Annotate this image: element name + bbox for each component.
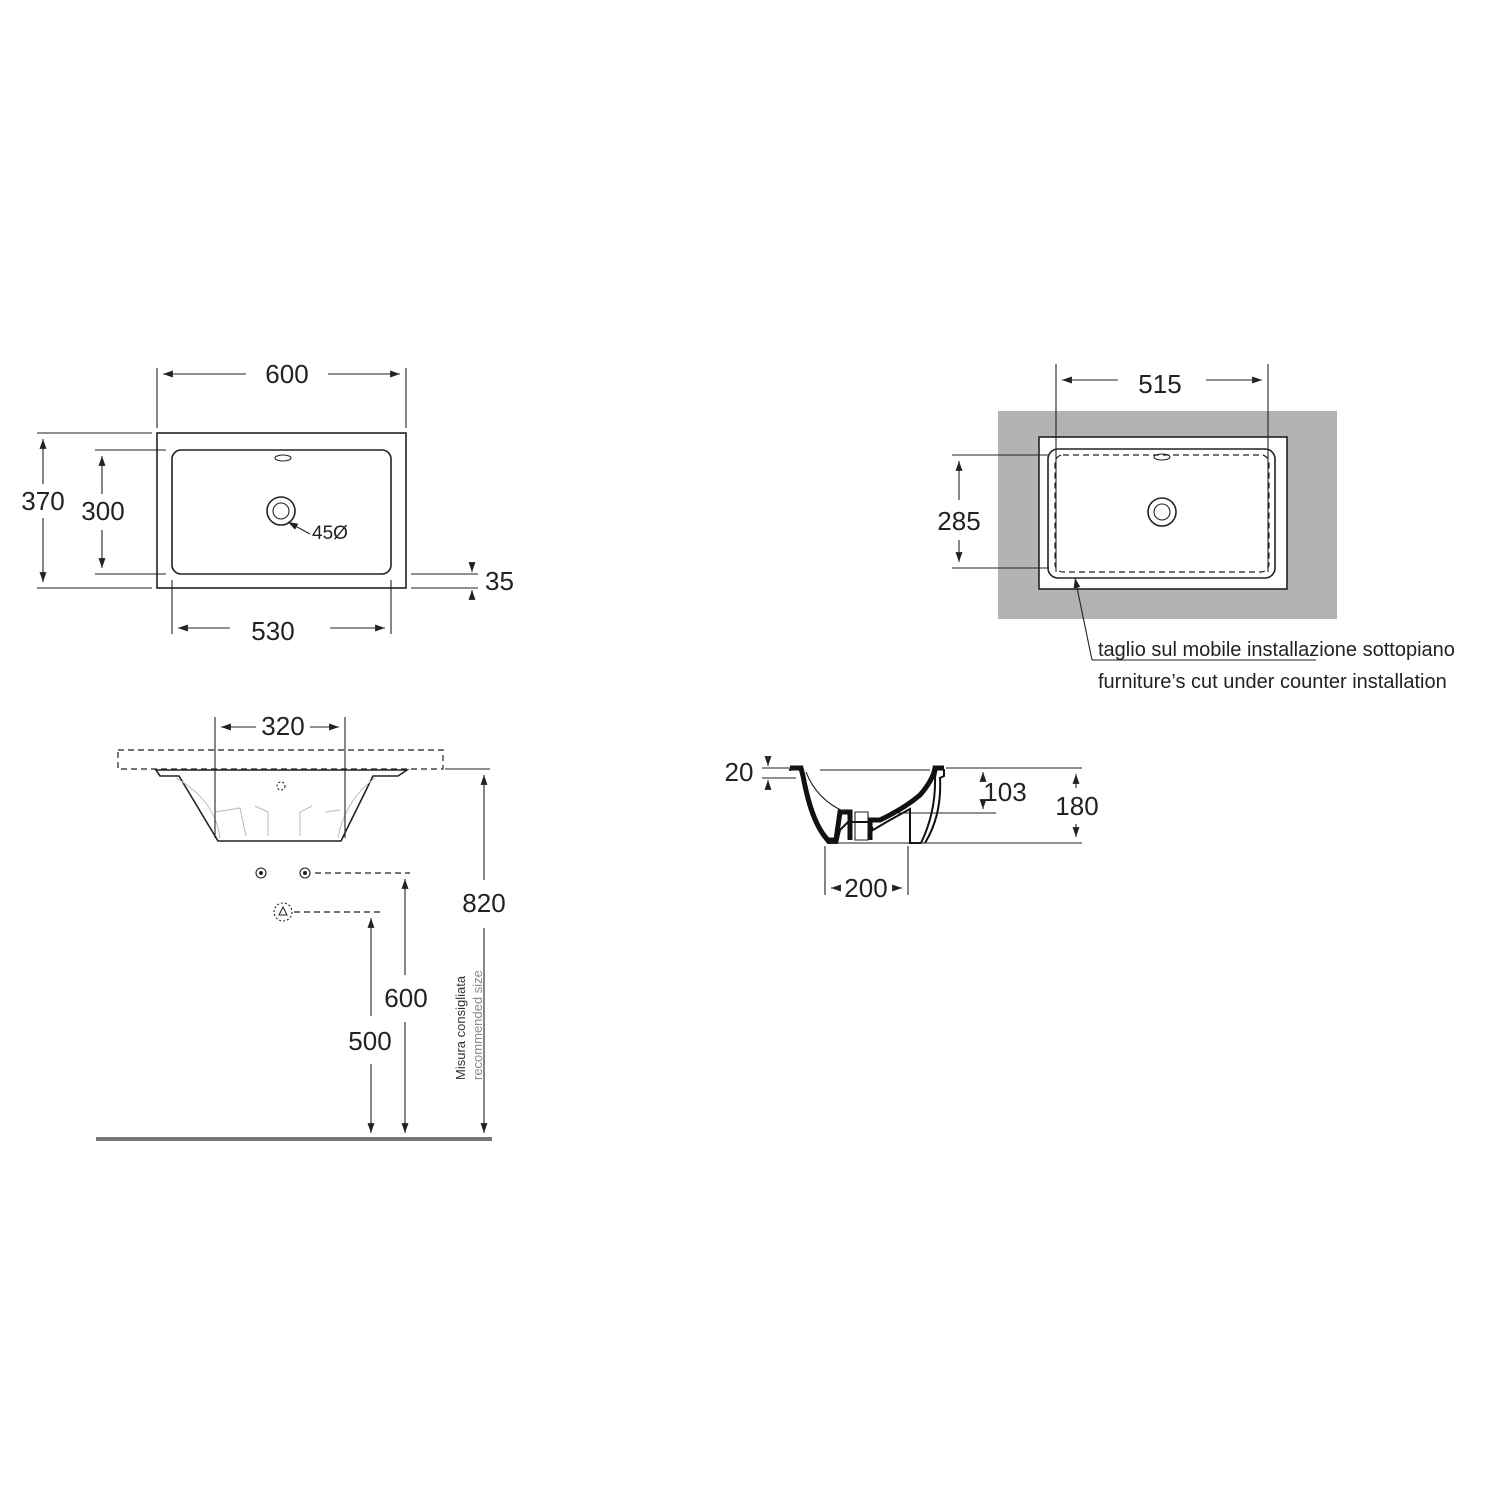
dim-cut-depth: 285 [937,506,980,536]
drain-icon [266,496,296,526]
front-view: 320 820 600 500 Misura consigliata recom… [96,711,506,1141]
overflow-icon [274,454,292,462]
dim-counter-height: 820 [462,888,505,918]
basin-outline [171,449,392,575]
recommended-english: recommended size [470,970,485,1080]
basin-front-outline [154,769,410,842]
counter-dashed [117,749,444,770]
waste-icon [273,902,293,922]
dim-bowl-depth: 103 [983,777,1026,807]
dim-width-overall: 600 [265,359,308,389]
dim-overall-height: 180 [1055,791,1098,821]
cut-outline [1054,454,1270,573]
note-italian: taglio sul mobile installazione sottopia… [1098,639,1455,661]
top-view: 45Ø 600 370 300 35 530 [21,359,514,646]
drain-icon [1147,497,1177,527]
recommended-italian: Misura consigliata [453,975,468,1080]
dim-supply-height: 600 [384,983,427,1013]
overflow-icon [1153,453,1171,461]
dim-rim: 35 [485,566,514,596]
dim-basin-depth: 300 [81,496,124,526]
supply-cold-icon [299,867,311,879]
supply-hot-icon [255,867,267,879]
dim-base-width: 200 [844,873,887,903]
section-view: 20 103 180 200 [725,756,1099,903]
dim-waste-height: 500 [348,1026,391,1056]
dim-basin-width: 530 [251,616,294,646]
dim-tap-spacing: 320 [261,711,304,741]
dim-rim-thickness: 20 [725,757,754,787]
drain-label: 45Ø [312,523,348,544]
dim-depth-overall: 370 [21,486,64,516]
cut-view: 515 285 taglio sul mobile installazione … [937,364,1455,693]
basin-outline [1047,448,1276,579]
dim-cut-width: 515 [1138,369,1181,399]
washbasin-outline [156,432,407,589]
note-english: furniture’s cut under counter installati… [1098,671,1447,693]
